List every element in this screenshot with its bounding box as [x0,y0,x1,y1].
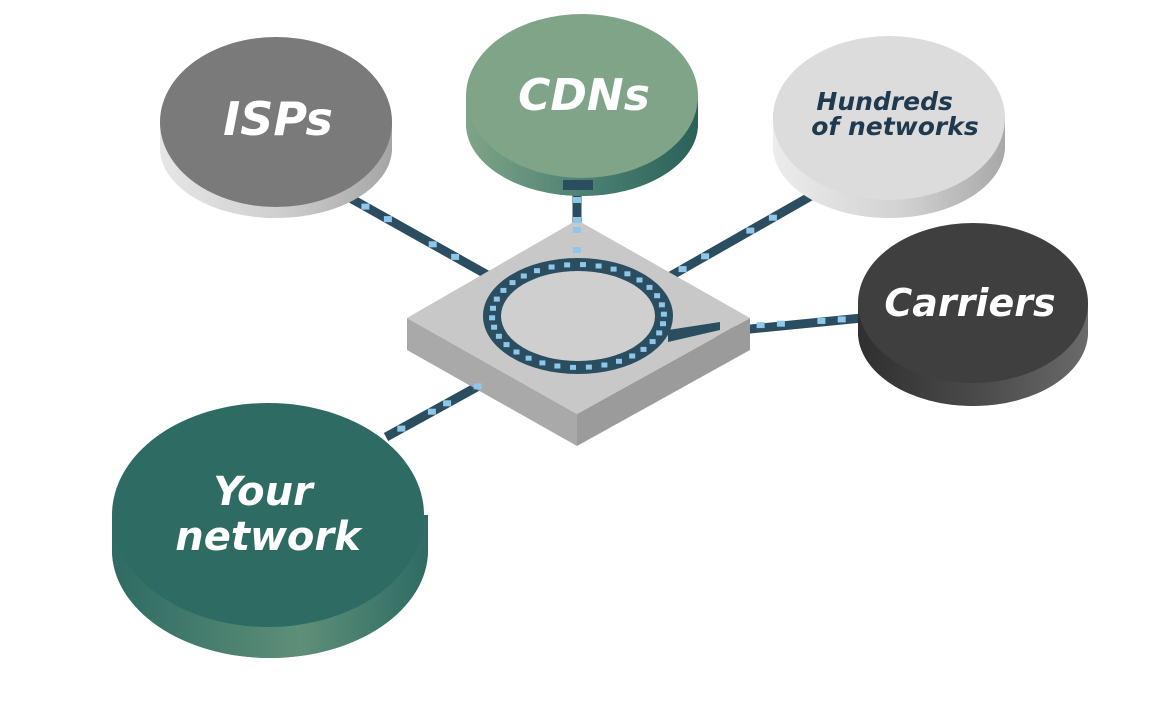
cable-packet [573,247,581,253]
cable-packet [573,217,581,223]
ring-packet [490,305,496,311]
node-your-network[interactable]: Your network [112,403,428,658]
cable-packet [427,408,436,415]
cable-packet [837,316,846,323]
carriers-label: Carriers [884,281,1055,325]
ring-packet [509,280,516,286]
node-cdns[interactable]: CDNs [466,14,698,196]
ring-packet [658,302,665,308]
cable-packet [361,203,370,210]
ring-packet [616,358,622,364]
ring-packet [534,268,540,274]
ring-packet [495,333,502,339]
ring-packet [601,362,608,368]
ring-packet [500,287,507,293]
hundreds-label: Hundreds of networks [811,87,979,141]
ring-packet [646,284,653,290]
ring-packet [525,355,532,361]
ring-packet [539,360,546,366]
cable-packet [443,400,452,407]
ring-packet [656,330,663,336]
ring-packet [520,273,527,279]
hub-ring-inner [501,271,655,361]
your-network-top [112,403,424,627]
ring-packet [660,321,666,327]
exchange-hub [407,220,750,446]
cable-packet [573,227,581,233]
your-network-label: Your network [175,469,363,560]
cable-packet [768,214,777,221]
carriers-top [858,223,1088,383]
cable-packet [573,197,581,203]
cable-packet [473,383,482,390]
ring-packet [493,296,500,302]
cdns-label: CDNs [518,70,650,121]
data-packets-cables [361,197,846,432]
ring-packet [654,293,661,299]
ring-packet [636,277,643,283]
cdns-port [563,180,593,190]
ring-packet [610,266,617,272]
ring-packet [489,315,496,321]
hub-side-right [577,318,750,446]
isps-top [160,37,392,207]
cable-packet [678,266,687,273]
ring-packet [629,353,636,359]
cable-packet [428,241,437,248]
data-packets-ring [489,262,667,370]
ring-packet [649,339,656,345]
node-hundreds-of-networks[interactable]: Hundreds of networks [773,36,1005,218]
ring-packet [585,364,592,370]
cable-packet [701,253,710,260]
cable-packet [756,322,765,329]
cable-packet [451,253,460,260]
ring-packet [595,263,602,269]
ring-packet [554,363,561,369]
node-carriers[interactable]: Carriers [858,223,1088,406]
ring-packet [580,262,586,268]
ring-packet [624,271,631,277]
cable-packet [817,317,826,324]
cable-packet [383,216,392,223]
hub-side-left [407,318,577,446]
cable-packet [776,320,785,327]
ring-packet [570,364,576,370]
isps-label: ISPs [223,92,333,146]
hub-carrier-spur [668,322,720,342]
cable-packet [397,425,406,432]
ring-packet [503,342,510,348]
ring-packet [513,349,520,355]
hundreds-top [773,36,1005,200]
cdns-top [466,14,698,178]
cable-packet [746,227,755,234]
ring-packet [564,262,571,268]
ring-packet [548,264,555,270]
ring-packet [660,311,667,317]
node-isps[interactable]: ISPs [160,37,392,218]
ring-packet [491,324,498,330]
ring-packet [640,346,647,352]
